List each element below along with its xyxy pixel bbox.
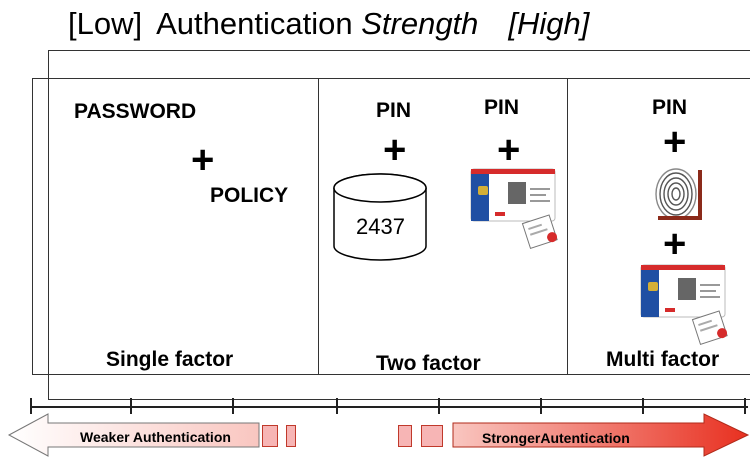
multi-pin-label: PIN [652,96,688,119]
scale-block [262,425,278,447]
title-word-strength: Strength [361,6,479,41]
title-low: [Low] [68,6,143,41]
axis-tick [642,398,644,414]
back-frame [48,50,750,400]
axis-tick [30,398,32,414]
multi-plus-sign-2: + [663,222,687,266]
scale-block [286,425,296,447]
policy-label: POLICY [210,184,289,207]
two-plus-sign-1: + [383,128,407,172]
two-pin-label-1: PIN [376,99,412,122]
divider-single-two [318,78,319,374]
single-plus-sign: + [191,138,215,182]
factor-panel [32,78,750,375]
smart-card-icon [640,264,728,345]
weaker-arrow [7,413,260,457]
password-label: PASSWORD [74,100,197,123]
two-pin-label-2: PIN [484,96,520,119]
stronger-authentication-label: StrongerAutentication [482,430,630,446]
axis-tick [438,398,440,414]
single-factor-label: Single factor [106,348,234,371]
axis-tick [336,398,338,414]
divider-two-multi [567,78,568,374]
title-high: [High] [508,6,590,41]
scale-block [421,425,443,447]
title-word-authentication: Authentication [156,6,353,41]
database-icon [333,173,427,261]
two-factor-label: Two factor [376,352,481,375]
weaker-authentication-label: Weaker Authentication [80,429,231,445]
multi-factor-label: Multi factor [606,348,720,371]
scale-block [398,425,412,447]
axis-tick [232,398,234,414]
multi-plus-sign-1: + [663,120,687,164]
axis-tick [130,398,132,414]
diagram-title: [Low] Authentication Strength [High] [68,6,589,42]
axis-tick [744,398,746,414]
strength-axis [30,406,748,408]
axis-tick [540,398,542,414]
stronger-arrow [452,413,750,457]
database-value: 2437 [356,214,405,239]
two-plus-sign-2: + [497,128,521,172]
smart-card-icon [470,168,558,249]
fingerprint-icon [655,168,702,220]
